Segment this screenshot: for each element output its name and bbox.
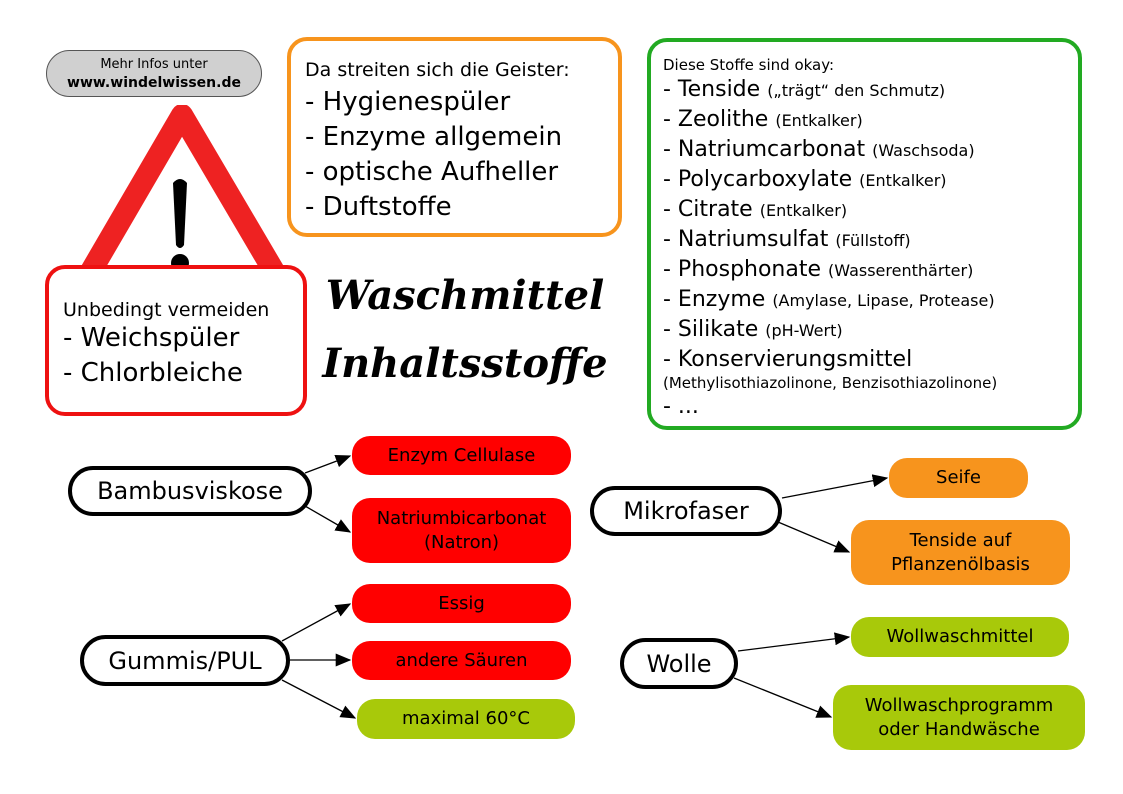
- okay-box: Diese Stoffe sind okay: - Tenside („träg…: [647, 38, 1082, 430]
- okay-item: - Natriumcarbonat (Waschsoda): [663, 135, 1078, 165]
- okay-item-note: (Entkalker): [859, 171, 947, 190]
- material-gummis-pul: Gummis/PUL: [80, 635, 290, 686]
- arrow: [737, 632, 851, 652]
- debated-item: - Duftstoffe: [305, 192, 452, 222]
- okay-more: - ...: [663, 394, 699, 419]
- leaf-wollwaschmittel: Wollwaschmittel: [851, 617, 1069, 657]
- okay-list: - Tenside („trägt“ den Schmutz)- Zeolith…: [663, 75, 1078, 374]
- okay-item: - Enzyme (Amylase, Lipase, Protease): [663, 285, 1078, 315]
- okay-item-name: - Citrate: [663, 197, 753, 222]
- avoid-item: - Weichspüler: [63, 323, 240, 353]
- leaf-essig: Essig: [352, 584, 571, 623]
- okay-item-name: - Zeolithe: [663, 107, 769, 132]
- okay-sub-note: (Methylisothiazolinone, Benzisothiazolin…: [663, 374, 998, 392]
- okay-item-name: - Natriumsulfat: [663, 227, 829, 252]
- material-bambusviskose: Bambusviskose: [68, 466, 312, 516]
- debated-item: - optische Aufheller: [305, 157, 559, 187]
- okay-item: - Silikate (pH-Wert): [663, 315, 1078, 345]
- info-badge: Mehr Infos unter www.windelwissen.de: [46, 50, 262, 97]
- avoid-heading: Unbedingt vermeiden: [63, 299, 270, 321]
- okay-item-name: - Polycarboxylate: [663, 167, 853, 192]
- okay-item-name: - Silikate: [663, 317, 759, 342]
- arrow: [304, 505, 352, 533]
- avoid-box: Unbedingt vermeiden - Weichspüler - Chlo…: [45, 265, 307, 416]
- arrow: [777, 521, 851, 553]
- okay-item: - Natriumsulfat (Füllstoff): [663, 225, 1078, 255]
- debated-heading: Da streiten sich die Geister:: [305, 59, 570, 81]
- okay-item-name: - Enzyme: [663, 287, 766, 312]
- okay-item-note: (pH-Wert): [765, 321, 843, 340]
- okay-item-name: - Natriumcarbonat: [663, 137, 866, 162]
- arrow: [733, 677, 833, 718]
- leaf-tenside-pflanzenoel: Tenside auf Pflanzenölbasis: [851, 520, 1070, 585]
- okay-item: - Citrate (Entkalker): [663, 195, 1078, 225]
- okay-item-note: (Waschsoda): [872, 141, 975, 160]
- okay-item-name: - Tenside: [663, 77, 761, 102]
- avoid-item: - Chlorbleiche: [63, 358, 243, 388]
- okay-heading: Diese Stoffe sind okay:: [663, 56, 835, 74]
- okay-item-note: (Amylase, Lipase, Protease): [772, 291, 995, 310]
- debated-item: - Enzyme allgemein: [305, 122, 563, 152]
- okay-item-note: (Entkalker): [775, 111, 863, 130]
- okay-item: - Tenside („trägt“ den Schmutz): [663, 75, 1078, 105]
- okay-item-name: - Phosphonate: [663, 257, 822, 282]
- leaf-maximal-60: maximal 60°C: [357, 699, 575, 739]
- info-text: Mehr Infos unter: [100, 57, 208, 72]
- arrow: [281, 603, 352, 642]
- leaf-wollwaschprogramm: Wollwaschprogramm oder Handwäsche: [833, 685, 1085, 750]
- okay-item-note: (Füllstoff): [835, 231, 911, 250]
- leaf-enzym-cellulase: Enzym Cellulase: [352, 436, 571, 475]
- debated-item: - Hygienespüler: [305, 87, 511, 117]
- leaf-andere-saeuren: andere Säuren: [352, 641, 571, 680]
- okay-item: - Zeolithe (Entkalker): [663, 105, 1078, 135]
- title-line1: Waschmittel: [325, 272, 605, 319]
- okay-item: - Polycarboxylate (Entkalker): [663, 165, 1078, 195]
- info-website: www.windelwissen.de: [67, 75, 241, 91]
- arrow: [781, 474, 889, 499]
- material-wolle: Wolle: [620, 638, 738, 689]
- okay-item-name: - Konservierungsmittel: [663, 347, 913, 372]
- okay-item-note: („trägt“ den Schmutz): [767, 81, 946, 100]
- okay-item-note: (Entkalker): [759, 201, 848, 220]
- material-mikrofaser: Mikrofaser: [590, 486, 782, 536]
- leaf-seife: Seife: [889, 458, 1028, 498]
- title-line2: Inhaltsstoffe: [322, 340, 608, 387]
- leaf-natriumbicarbonat: Natriumbicarbonat (Natron): [352, 498, 571, 563]
- okay-item: - Phosphonate (Wasserenthärter): [663, 255, 1078, 285]
- arrow: [304, 454, 352, 474]
- arrow: [281, 679, 357, 719]
- okay-item: - Konservierungsmittel: [663, 345, 1078, 374]
- debated-box: Da streiten sich die Geister: - Hygienes…: [287, 37, 622, 237]
- okay-item-note: (Wasserenthärter): [828, 261, 974, 280]
